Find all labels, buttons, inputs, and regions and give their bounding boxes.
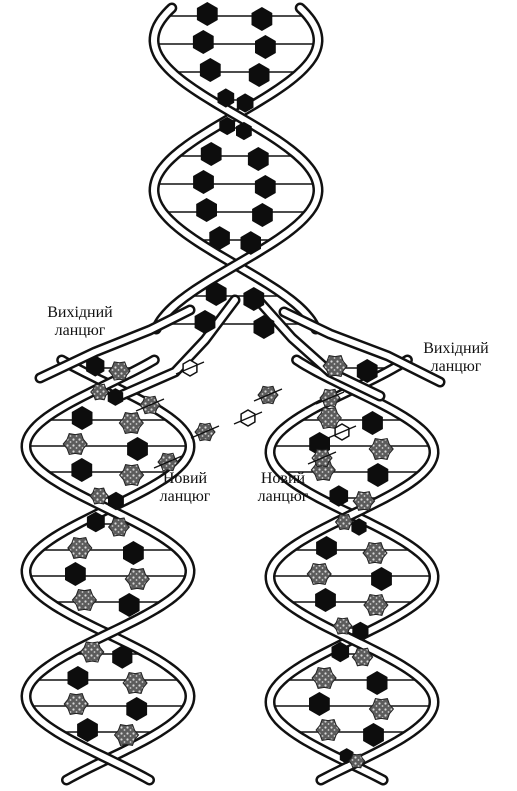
parent-nucleotide-base <box>65 562 86 586</box>
parent-nucleotide-base <box>362 411 383 435</box>
backbone-edge <box>26 360 190 780</box>
parent-nucleotide-base <box>316 536 337 560</box>
parent-nucleotide-base <box>72 406 93 430</box>
parent-nucleotide-base <box>123 541 144 565</box>
backbone-fill <box>26 360 190 780</box>
parent-nucleotide-base <box>119 593 140 617</box>
parent-nucleotide-base <box>201 142 222 166</box>
label-new-strand-right: Новий ланцюг <box>238 470 328 506</box>
new-nucleotide-base <box>369 699 393 720</box>
label-line: Вихідний <box>404 340 508 358</box>
backbone-edge <box>26 360 190 780</box>
parent-nucleotide-base <box>249 63 270 87</box>
parent-nucleotide-base <box>252 203 273 227</box>
backbone-fill <box>154 8 318 329</box>
label-line: Новий <box>140 470 230 488</box>
label-line: ланцюг <box>404 358 508 376</box>
label-line: ланцюг <box>238 488 328 506</box>
backbone-fill <box>26 360 190 780</box>
parent-nucleotide-base <box>309 692 330 716</box>
parent-nucleotide-base <box>255 35 276 59</box>
new-nucleotide-base <box>68 538 92 559</box>
parent-nucleotide-base <box>71 458 92 482</box>
parent-nucleotide-base <box>248 147 269 171</box>
parent-nucleotide-base <box>77 718 98 742</box>
parent-nucleotide-base <box>200 58 221 82</box>
new-nucleotide-base <box>63 434 87 455</box>
new-nucleotide-base <box>369 439 393 460</box>
parent-nucleotide-base <box>193 30 214 54</box>
label-original-strand-left: Вихідний ланцюг <box>28 304 132 340</box>
label-new-strand-left: Новий ланцюг <box>140 470 230 506</box>
parent-nucleotide-base <box>68 666 89 690</box>
parent-nucleotide-base <box>196 198 217 222</box>
parent-nucleotide-base <box>127 437 148 461</box>
new-nucleotide-base <box>307 564 331 585</box>
parent-nucleotide-base <box>315 588 336 612</box>
new-nucleotide-base <box>316 720 340 741</box>
parent-nucleotide-base <box>197 2 218 26</box>
new-nucleotide-base <box>72 590 96 611</box>
new-nucleotide-base <box>364 595 388 616</box>
parent-nucleotide-base <box>255 175 276 199</box>
parent-nucleotide-base <box>193 170 214 194</box>
new-nucleotide-base <box>64 694 88 715</box>
label-line: Новий <box>238 470 328 488</box>
parent-helix-strand-a <box>154 8 318 329</box>
parent-nucleotide-base <box>363 723 384 747</box>
new-nucleotide-base <box>123 673 147 694</box>
left-daughter-helix-strand-a <box>26 360 190 780</box>
label-original-strand-right: Вихідний ланцюг <box>404 340 508 376</box>
backbone-edge <box>154 8 318 329</box>
left-daughter-helix-strand-b <box>26 360 190 780</box>
parent-helix-strand-b <box>154 8 318 329</box>
parent-nucleotide-base <box>367 671 388 695</box>
new-nucleotide-base <box>312 668 336 689</box>
parent-nucleotide-base <box>252 7 273 31</box>
parent-nucleotide-base <box>126 697 147 721</box>
label-line: Вихідний <box>28 304 132 322</box>
parent-nucleotide-base <box>368 463 389 487</box>
new-nucleotide-base <box>363 543 387 564</box>
backbone-edge <box>154 8 318 329</box>
label-line: ланцюг <box>28 322 132 340</box>
new-nucleotide-base <box>119 413 143 434</box>
label-line: ланцюг <box>140 488 230 506</box>
parent-nucleotide-base <box>371 567 392 591</box>
backbone-fill <box>154 8 318 329</box>
new-nucleotide-base <box>125 569 149 590</box>
